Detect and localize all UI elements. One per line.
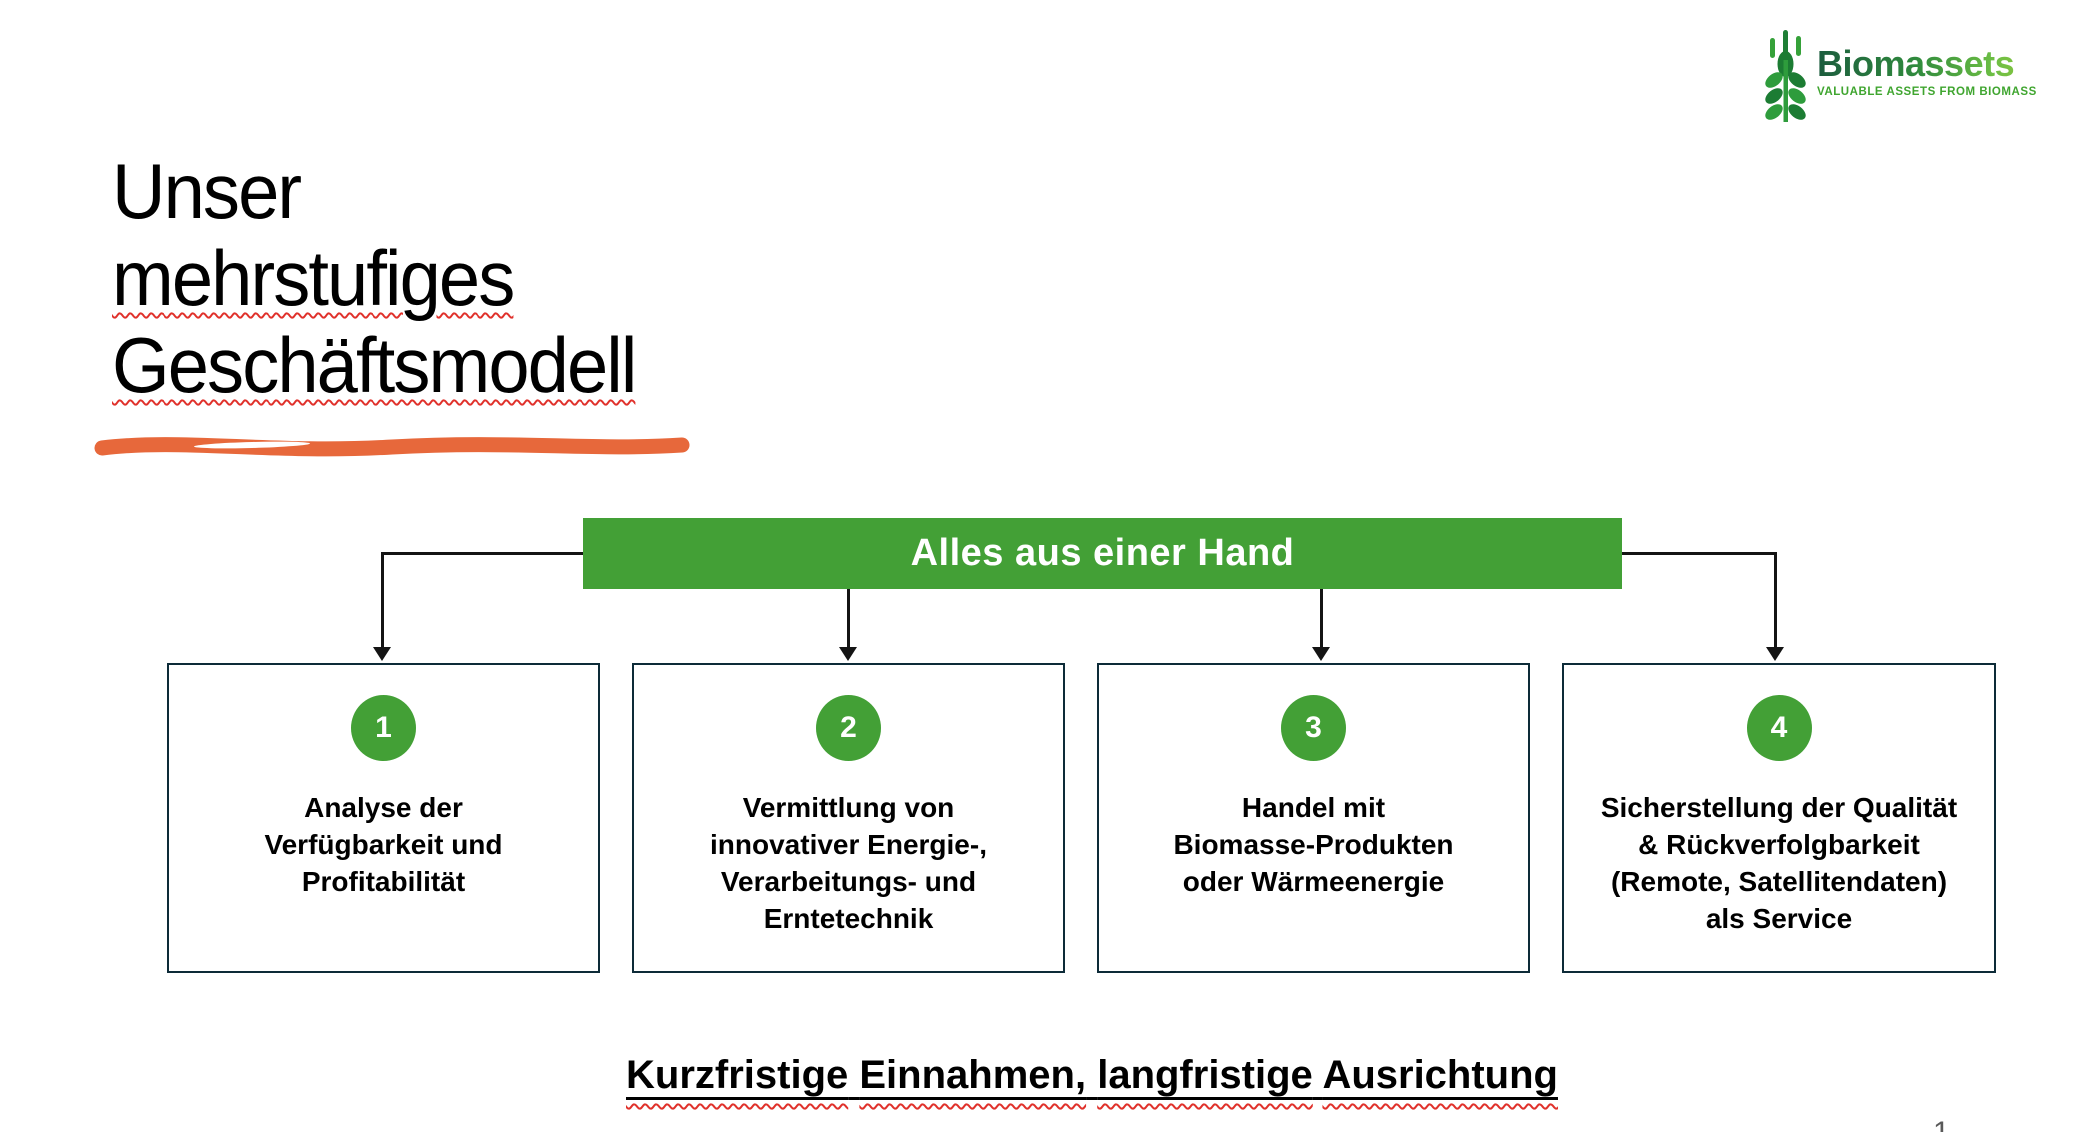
footer-word-4: Ausrichtung	[1322, 1053, 1558, 1097]
title-line-2: mehrstufiges	[112, 234, 515, 322]
connector-line-vertical-2	[847, 589, 850, 648]
brand-tagline: VALUABLE ASSETS FROM BIOMASS	[1817, 86, 2037, 98]
step-box-1: 1 Analyse der Verfügbarkeit und Profitab…	[167, 663, 600, 973]
step-number-badge-4: 4	[1746, 695, 1812, 761]
footer-word-1: Kurzfristige	[626, 1053, 849, 1097]
biomassets-logo: Biomassets VALUABLE ASSETS FROM BIOMASS	[1764, 30, 2037, 124]
banner-label: Alles aus einer Hand	[910, 532, 1295, 574]
page-number: 1	[1933, 1116, 1950, 1132]
arrow-down-icon-2	[839, 647, 857, 661]
connector-line-vertical-1	[381, 552, 384, 648]
arrow-down-icon-1	[373, 647, 391, 661]
arrow-down-icon-4	[1766, 647, 1784, 661]
step-description-1: Analyse der Verfügbarkeit und Profitabil…	[264, 792, 503, 897]
step-number-badge-1: 1	[351, 695, 416, 761]
slide-title: Unser mehrstufiges Geschäftsmodell	[112, 147, 637, 409]
step-number-badge-3: 3	[1281, 695, 1346, 761]
step-description-3: Handel mit Biomasse-Produkten oder Wärme…	[1173, 792, 1454, 897]
connector-line-left-horizontal	[382, 552, 583, 555]
footer-tagline: Kurzfristige Einnahmen, langfristige Aus…	[92, 1053, 2092, 1098]
arrow-down-icon-3	[1312, 647, 1330, 661]
wheat-icon	[1765, 30, 1806, 122]
step-description-2: Vermittlung von innovativer Energie-, Ve…	[710, 792, 987, 934]
footer-word-2: Einnahmen,	[859, 1053, 1087, 1097]
title-line-1: Unser	[112, 147, 302, 235]
orange-underline-stroke	[94, 437, 690, 457]
step-box-2: 2 Vermittlung von innovativer Energie-, …	[632, 663, 1065, 973]
alles-aus-einer-hand-banner: Alles aus einer Hand	[583, 518, 1622, 589]
step-box-3: 3 Handel mit Biomasse-Produkten oder Wär…	[1097, 663, 1530, 973]
brand-name: Biomassets	[1817, 44, 2037, 84]
step-description-4: Sicherstellung der Qualität & Rückverfol…	[1600, 792, 1958, 934]
title-line-3: Geschäftsmodell	[112, 321, 637, 409]
footer-word-3: langfristige	[1097, 1053, 1313, 1097]
connector-line-vertical-3	[1320, 589, 1323, 648]
step-number-badge-2: 2	[816, 695, 881, 761]
connector-line-vertical-4	[1774, 552, 1777, 648]
connector-line-right-horizontal	[1622, 552, 1776, 555]
step-box-4: 4 Sicherstellung der Qualität & Rückverf…	[1562, 663, 1996, 973]
